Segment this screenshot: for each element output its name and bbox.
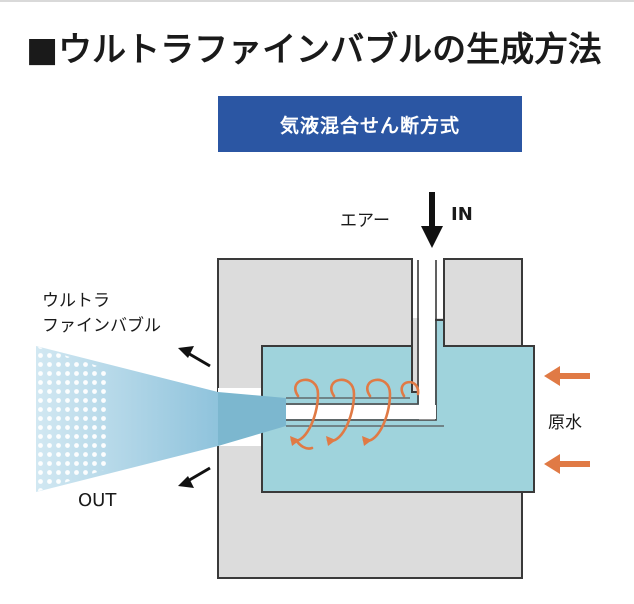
- air-label: エアー: [340, 211, 390, 231]
- air-tube-fill-vertical: [419, 260, 435, 420]
- arrow-down-left-icon: [178, 466, 211, 488]
- spiral-arrowheads: [290, 436, 372, 446]
- raw-water-label: 原水: [548, 413, 582, 433]
- ultrafine-bubble-label-line1: ウルトラ: [42, 291, 110, 311]
- out-label: OUT: [78, 490, 117, 511]
- bubble-dots: [36, 346, 110, 492]
- air-channel: [411, 259, 445, 392]
- ultrafine-bubble-label-line2: ファインバブル: [42, 316, 161, 336]
- shear-tube-lines: [286, 397, 444, 427]
- arrow-up-left-icon: [178, 346, 211, 368]
- spiral-coil: [290, 378, 420, 450]
- method-banner: 気液混合せん断方式: [218, 96, 522, 152]
- air-tube-fill-horizontal: [286, 405, 436, 419]
- top-border: [0, 0, 634, 2]
- housing-upper-slot: [218, 388, 262, 392]
- page-title: ■ウルトラファインバブルの生成方法: [26, 30, 603, 70]
- arrow-down-icon: [421, 192, 443, 248]
- in-label: IN: [451, 204, 473, 225]
- outlet-nozzle: [218, 392, 286, 446]
- arrow-left-icon: [544, 454, 590, 474]
- arrow-left-icon: [544, 366, 590, 386]
